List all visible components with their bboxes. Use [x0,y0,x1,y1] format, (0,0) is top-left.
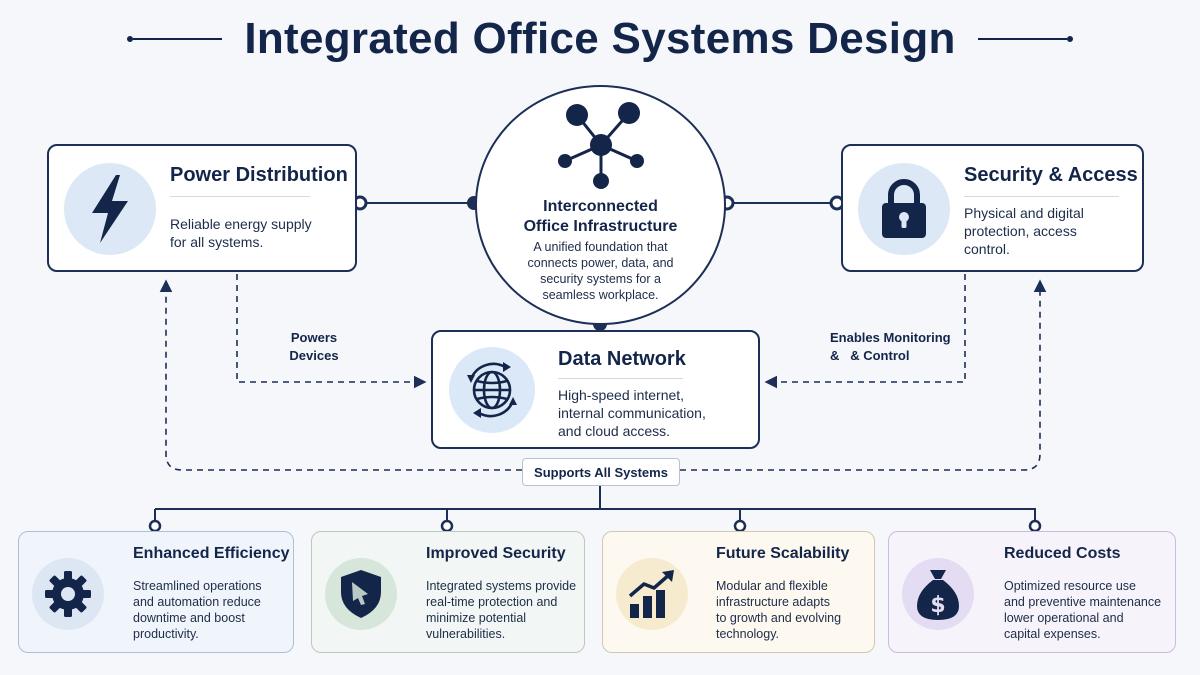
security-benefit-title: Improved Security [426,545,566,562]
efficiency-icon-disc [32,558,104,630]
bus-dot-costs [1028,519,1042,533]
security-title: Security & Access [964,164,1138,186]
bus-dot-scalability [733,519,747,533]
efficiency-title: Enhanced Efficiency [133,545,290,562]
title-row: Integrated Office Systems Design [0,10,1200,68]
benefit-card-security: Improved Security Integrated systems pro… [311,531,585,653]
costs-description: Optimized resource use and preventive ma… [1004,579,1162,641]
security-benefit-description: Integrated systems provide real-time pro… [426,579,577,641]
security-description: Physical and digital protection, access … [964,205,1084,257]
security-access-card: Security & Access Physical and digital p… [841,144,1144,272]
power-distribution-card: Power Distribution Reliable energy suppl… [47,144,357,272]
globe-sync-icon [467,362,517,418]
supports-all-systems-label: Supports All Systems [522,458,680,486]
growth-chart-icon [628,570,674,618]
efficiency-description: Streamlined operations and automation re… [133,579,262,641]
money-bag-icon: $ [917,570,959,620]
security-icon-disc [858,163,950,255]
costs-title: Reduced Costs [1004,545,1121,562]
bus-dot-security [440,519,454,533]
title-rule-right [977,36,1073,42]
powers-devices-label: Powers Devices [289,330,339,363]
network-title: Data Network [558,348,686,370]
bus-dot-efficiency [148,519,162,533]
page-title: Integrated Office Systems Design [244,14,956,63]
network-nodes-icon [558,102,644,189]
data-network-card: Data Network High-speed internet, intern… [431,330,760,449]
scalability-title: Future Scalability [716,545,850,562]
benefit-card-costs: $ Reduced Costs Optimized resource use a… [888,531,1176,653]
hub-description: A unified foundation that connects power… [527,240,674,302]
supports-right-arrow [680,279,1047,471]
title-rule-left [127,36,223,42]
enables-monitoring-label: Enables Monitoring & & Control [830,330,951,363]
lightning-bolt-icon [92,175,128,243]
power-title: Power Distribution [170,164,348,186]
powers-devices-arrow [236,274,427,389]
costs-icon-disc: $ [902,558,974,630]
security-benefit-icon-disc [325,558,397,630]
scalability-icon-disc [616,558,688,630]
shield-icon [341,570,381,618]
svg-text:$: $ [930,593,945,618]
hub-title: Interconnected Office Infrastructure [523,198,678,235]
power-icon-disc [64,163,156,255]
network-description: High-speed internet, internal communicat… [558,387,706,439]
benefit-card-efficiency: Enhanced Efficiency Streamlined operatio… [18,531,294,653]
hub-circle: Interconnected Office Infrastructure A u… [475,85,726,325]
enables-monitoring-arrow [764,274,966,389]
scalability-description: Modular and flexible infrastructure adap… [716,579,842,641]
padlock-icon [882,179,926,238]
benefit-card-scalability: Future Scalability Modular and flexible … [602,531,875,653]
power-description: Reliable energy supply for all systems. [170,216,312,250]
gear-icon [45,571,91,617]
supports-left-arrow [159,279,522,471]
network-icon-disc [449,347,535,433]
